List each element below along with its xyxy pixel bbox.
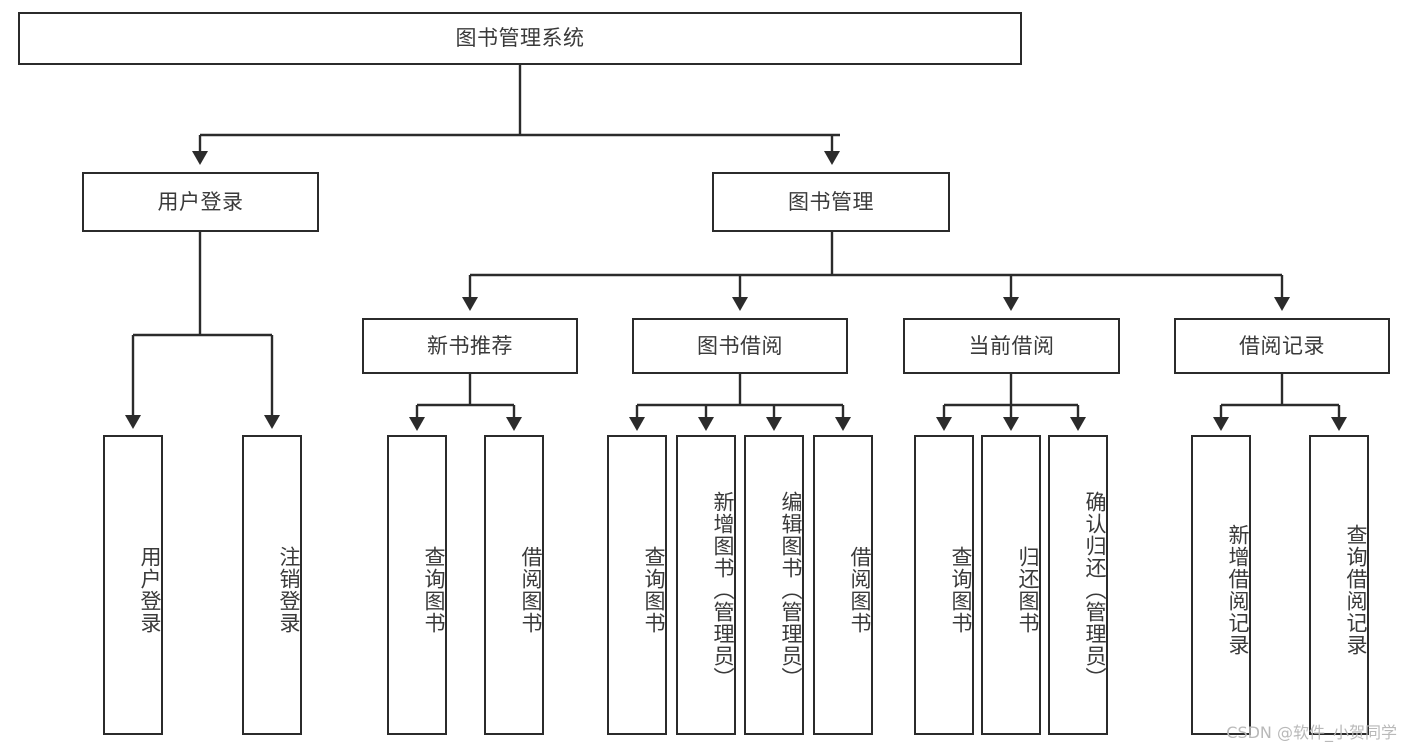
leaf-borrow-record-query[interactable]: 查询借阅记录 xyxy=(1309,435,1369,735)
leaf-user-login-login[interactable]: 用户登录 xyxy=(103,435,163,735)
node-label: 编辑图书（管理员） xyxy=(779,491,803,689)
leaf-current-borrow-confirm-admin[interactable]: 确认归还（管理员） xyxy=(1048,435,1108,735)
leaf-book-borrow-borrow[interactable]: 借阅图书 xyxy=(813,435,873,735)
node-label: 新增图书（管理员） xyxy=(711,491,735,689)
node-user-login[interactable]: 用户登录 xyxy=(82,172,319,232)
leaf-current-borrow-return[interactable]: 归还图书 xyxy=(981,435,1041,735)
leaf-book-borrow-edit-admin[interactable]: 编辑图书（管理员） xyxy=(744,435,804,735)
node-label: 归还图书 xyxy=(1016,546,1040,634)
node-current-borrow[interactable]: 当前借阅 xyxy=(903,318,1120,374)
node-new-book-recommend[interactable]: 新书推荐 xyxy=(362,318,578,374)
node-label: 借阅图书 xyxy=(848,546,872,634)
node-label: 借阅记录 xyxy=(1239,333,1325,358)
node-label: 查询图书 xyxy=(422,546,446,634)
node-book-borrow[interactable]: 图书借阅 xyxy=(632,318,848,374)
node-label: 确认归还（管理员） xyxy=(1083,491,1107,689)
node-borrow-record[interactable]: 借阅记录 xyxy=(1174,318,1390,374)
node-label: 查询图书 xyxy=(642,546,666,634)
node-label: 当前借阅 xyxy=(968,333,1055,358)
node-root-book-management-system[interactable]: 图书管理系统 xyxy=(18,12,1022,65)
node-label: 图书管理 xyxy=(788,189,874,214)
leaf-new-book-query[interactable]: 查询图书 xyxy=(387,435,447,735)
leaf-current-borrow-query[interactable]: 查询图书 xyxy=(914,435,974,735)
node-label: 查询图书 xyxy=(949,546,973,634)
watermark-text: CSDN @软件_小贺同学 xyxy=(1226,723,1397,742)
node-label: 图书管理系统 xyxy=(455,26,585,51)
node-label: 用户登录 xyxy=(157,189,244,214)
leaf-user-login-logout[interactable]: 注销登录 xyxy=(242,435,302,735)
node-label: 注销登录 xyxy=(277,546,301,634)
node-label: 借阅图书 xyxy=(519,546,543,634)
node-label: 新书推荐 xyxy=(427,333,513,358)
leaf-new-book-borrow[interactable]: 借阅图书 xyxy=(484,435,544,735)
leaf-book-borrow-query[interactable]: 查询图书 xyxy=(607,435,667,735)
node-label: 用户登录 xyxy=(138,546,162,634)
node-book-management[interactable]: 图书管理 xyxy=(712,172,950,232)
node-label: 新增借阅记录 xyxy=(1226,524,1250,656)
node-label: 图书借阅 xyxy=(697,333,783,358)
leaf-book-borrow-add-admin[interactable]: 新增图书（管理员） xyxy=(676,435,736,735)
node-label: 查询借阅记录 xyxy=(1344,524,1368,656)
leaf-borrow-record-add[interactable]: 新增借阅记录 xyxy=(1191,435,1251,735)
